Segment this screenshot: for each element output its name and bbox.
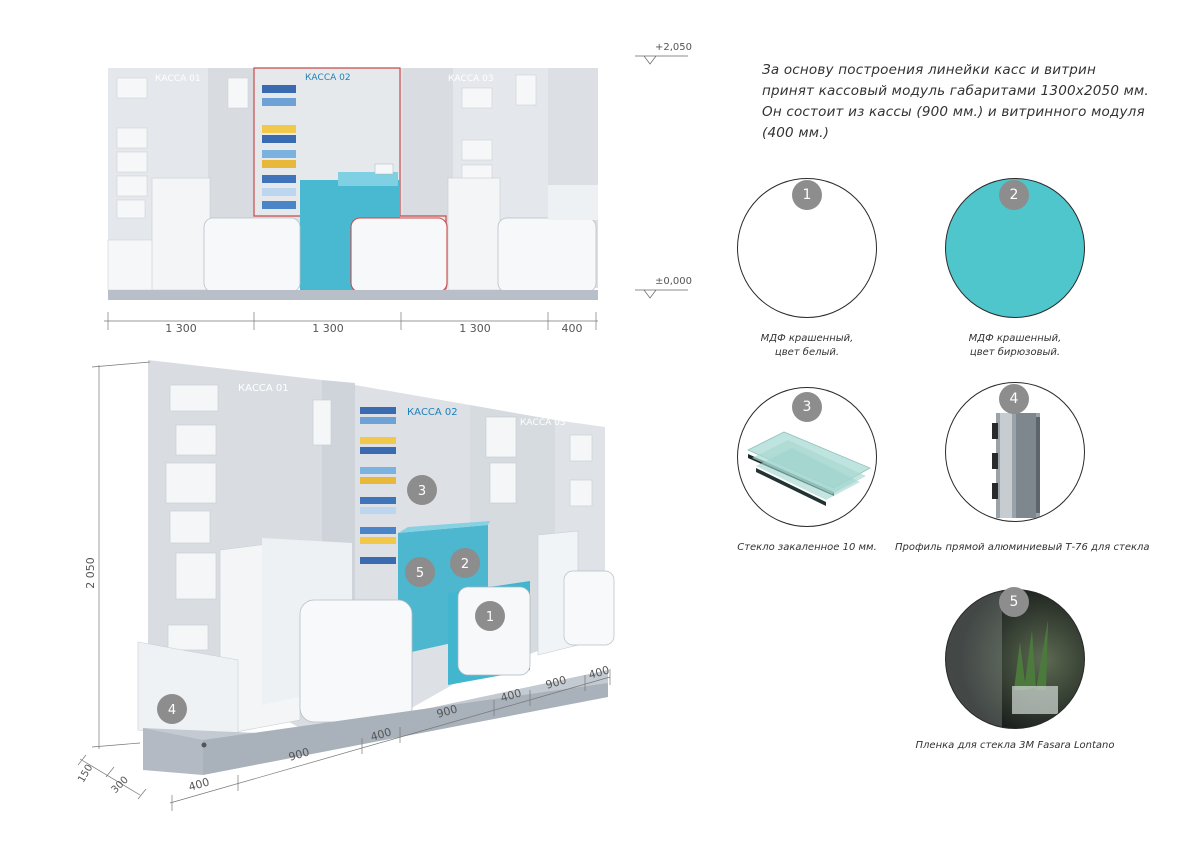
perspective-marker-5: 5 — [405, 557, 435, 587]
intro-description: За основу построения линейки касс и витр… — [762, 62, 1149, 141]
perspective-dim-400-d: 400 — [587, 663, 611, 681]
material-badge-2: 2 — [999, 180, 1029, 210]
elevation-dim-4: 400 — [562, 322, 583, 335]
svg-text:1: 1 — [486, 610, 494, 625]
svg-text:2: 2 — [461, 557, 469, 572]
perspective-dim-900-a: 900 — [287, 745, 311, 763]
perspective-marker-1: 1 — [475, 601, 505, 631]
material-badge-3: 3 — [792, 392, 822, 422]
perspective-marker-3: 3 — [407, 475, 437, 505]
perspective-height-label: 2 050 — [84, 557, 97, 589]
perspective-label-kassa-02: КАССА 02 — [407, 407, 458, 418]
perspective-dim-400-c: 400 — [499, 686, 523, 704]
material-badge-4: 4 — [999, 384, 1029, 414]
material-caption-2-line2: цвет бирюзовый. — [969, 347, 1061, 358]
material-badge-1: 1 — [792, 180, 822, 210]
perspective-depth-300: 300 — [110, 775, 131, 796]
elevation-dim-3: 1 300 — [459, 322, 491, 335]
aluminium-profile-illustration — [992, 413, 1040, 518]
elevation-dim-2: 1 300 — [312, 322, 344, 335]
perspective-marker-4: 4 — [157, 694, 187, 724]
perspective-dim-900-c: 900 — [544, 673, 568, 691]
material-caption-1-line2: цвет белый. — [774, 347, 840, 358]
perspective-marker-2: 2 — [450, 548, 480, 578]
svg-text:4: 4 — [168, 703, 176, 718]
glass-sheets-illustration — [747, 431, 871, 506]
material-caption-5: Пленка для стекла 3M Fasara Lontano — [915, 740, 1115, 751]
material-caption-2: МДФ крашенный, цвет бирюзовый. — [945, 332, 1085, 360]
elevation-dim-1: 1 300 — [165, 322, 197, 335]
perspective-bottom-dimension — [169, 669, 611, 811]
perspective-white-counter — [299, 599, 413, 723]
material-caption-2-line1: МДФ крашенный, — [968, 333, 1062, 344]
perspective-height-dimension — [91, 361, 151, 749]
perspective-dim-400-b: 400 — [369, 725, 393, 743]
level-top-label: +2,050 — [655, 42, 692, 53]
elevation-label-kassa-02: КАССА 02 — [305, 73, 351, 83]
perspective-depth-150: 150 — [76, 763, 95, 785]
window-film-illustration — [946, 590, 1084, 728]
elevation-counter-3 — [497, 217, 597, 293]
perspective-view: КАССА 01 КАССА 02 КАССА 03 3 2 5 1 4 2 0… — [76, 360, 615, 811]
elevation-label-kassa-01: КАССА 01 — [155, 74, 201, 84]
perspective-label-kassa-01: КАССА 01 — [238, 383, 289, 394]
elevation-plinth — [108, 290, 598, 300]
elevation-counter-1 — [203, 217, 301, 293]
perspective-plinth — [203, 683, 608, 775]
perspective-dim-400-a: 400 — [187, 775, 211, 793]
perspective-product-shelf — [360, 407, 396, 564]
material-caption-4: Профиль прямой алюминиевый Т-76 для стек… — [895, 542, 1150, 553]
material-caption-1: МДФ крашенный, цвет белый. — [737, 332, 877, 360]
elevation-label-kassa-03: КАССА 03 — [448, 74, 494, 84]
material-badge-5: 5 — [999, 587, 1029, 617]
perspective-dim-900-b: 900 — [435, 702, 459, 720]
perspective-label-kassa-03: КАССА 03 — [520, 418, 566, 428]
elevation-counter-2 — [350, 217, 448, 293]
svg-text:3: 3 — [418, 484, 426, 499]
front-elevation: КАССА 01 КАССА 02 КАССА 03 +2,050 ±0,000… — [104, 42, 692, 335]
level-bottom-label: ±0,000 — [655, 276, 692, 287]
elevation-product-shelf — [262, 85, 296, 209]
material-caption-3: Стекло закаленное 10 мм. — [737, 542, 877, 553]
material-caption-1-line1: МДФ крашенный, — [760, 333, 854, 344]
elevation-width-dimension — [104, 312, 598, 330]
svg-text:5: 5 — [416, 566, 424, 581]
